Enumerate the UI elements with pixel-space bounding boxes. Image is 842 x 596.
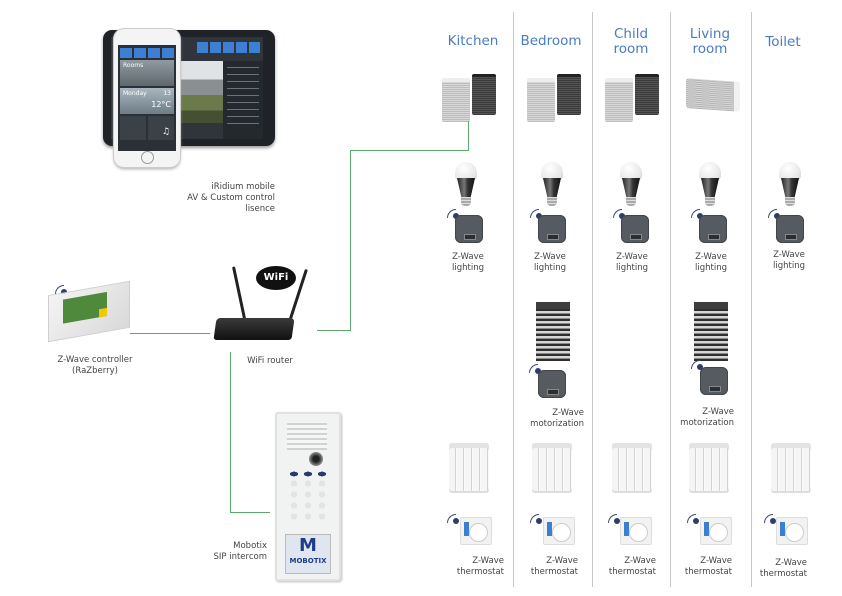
roller-shutter-icon — [536, 302, 570, 361]
light-bulb-icon — [537, 162, 567, 208]
zwave-signal-icon — [764, 514, 776, 524]
device-label: Z-Wave lighting — [534, 252, 566, 273]
zwave-signal-icon — [447, 514, 459, 524]
zwave-module-icon — [538, 370, 566, 398]
light-bulb-icon — [451, 162, 481, 208]
phone-date: 13 — [163, 90, 171, 97]
radiator-icon — [449, 443, 489, 493]
white-speaker-icon — [442, 78, 470, 122]
connector-router-intercom — [230, 352, 231, 512]
device-label: Z-Wave thermostat — [759, 558, 807, 579]
connector-router-kitchen — [350, 150, 468, 151]
zwave-signal-icon — [608, 514, 620, 524]
white-speaker-icon — [605, 78, 633, 122]
column-divider — [751, 12, 752, 587]
room-title-bedroom: Bedroom — [520, 33, 582, 49]
black-speaker-icon — [472, 74, 496, 115]
phone-rooms-tile: Rooms — [123, 62, 144, 69]
black-speaker-icon — [557, 74, 581, 115]
intercom-brand: MOBOTIX — [289, 557, 327, 565]
radiator-icon — [532, 443, 572, 493]
phone-device: Rooms Monday 13 12°C ♫ — [114, 29, 180, 167]
white-speaker-icon — [527, 78, 555, 122]
room-title-child-room: Child room — [613, 26, 649, 57]
connector-controller-router — [130, 333, 210, 334]
device-label: Z-Wave lighting — [616, 252, 648, 273]
room-title-living-room: Living room — [689, 26, 731, 57]
device-label: Z-Wave motorization — [680, 407, 734, 428]
zwave-module-icon — [700, 367, 728, 395]
room-title-toilet: Toilet — [765, 34, 801, 50]
device-label: Z-Wave thermostat — [608, 556, 656, 577]
light-bulb-icon — [695, 162, 725, 208]
wifi-logo: WiFi — [256, 266, 296, 290]
thermostat-icon — [776, 517, 808, 545]
zwave-module-icon — [699, 215, 727, 243]
zwave-module-icon — [621, 215, 649, 243]
light-bulb-icon — [616, 162, 646, 208]
room-title-kitchen: Kitchen — [447, 33, 499, 49]
connector-router-kitchen — [317, 330, 351, 331]
intercom-label: Mobotix SIP intercom — [213, 541, 267, 562]
zwave-module-icon — [538, 215, 566, 243]
device-label: Z-Wave thermostat — [530, 556, 578, 577]
thermostat-icon — [700, 517, 732, 545]
light-bulb-icon — [775, 162, 805, 208]
zwave-signal-icon — [529, 364, 541, 374]
soundbar-speaker-icon — [686, 78, 740, 112]
zwave-signal-icon — [691, 360, 703, 370]
iridium-label: iRidium mobile AV & Custom control lisen… — [187, 182, 275, 214]
thermostat-icon — [460, 517, 492, 545]
connector-router-kitchen — [468, 121, 469, 151]
column-divider — [670, 12, 671, 587]
controller-label: Z-Wave controller (RaZberry) — [57, 355, 133, 376]
router-label: WiFi router — [247, 356, 293, 366]
thermostat-icon — [620, 517, 652, 545]
connector-router-kitchen — [350, 150, 351, 331]
column-divider — [592, 12, 593, 587]
column-divider — [513, 12, 514, 587]
zwave-signal-icon — [530, 514, 542, 524]
zwave-signal-icon — [687, 514, 699, 524]
black-speaker-icon — [635, 74, 659, 115]
device-label: Z-Wave lighting — [773, 250, 805, 271]
zwave-module-icon — [455, 215, 483, 243]
device-label: Z-Wave thermostat — [684, 556, 732, 577]
device-label: Z-Wave lighting — [452, 252, 484, 273]
home-button-icon — [141, 151, 154, 164]
phone-day: Monday — [123, 90, 147, 97]
radiator-icon — [689, 443, 729, 493]
antenna-icon — [232, 266, 247, 324]
phone-temperature: 12°C — [151, 100, 171, 109]
music-note-icon: ♫ — [161, 127, 170, 137]
radiator-icon — [771, 443, 811, 493]
device-label: Z-Wave thermostat — [456, 556, 504, 577]
radiator-icon — [612, 443, 652, 493]
zwave-module-icon — [776, 215, 804, 243]
connector-router-intercom — [230, 512, 270, 513]
device-label: Z-Wave lighting — [695, 252, 727, 273]
roller-shutter-icon — [694, 302, 728, 361]
wifi-router-icon — [213, 318, 295, 340]
device-label: Z-Wave motorization — [530, 408, 584, 429]
thermostat-icon — [543, 517, 575, 545]
